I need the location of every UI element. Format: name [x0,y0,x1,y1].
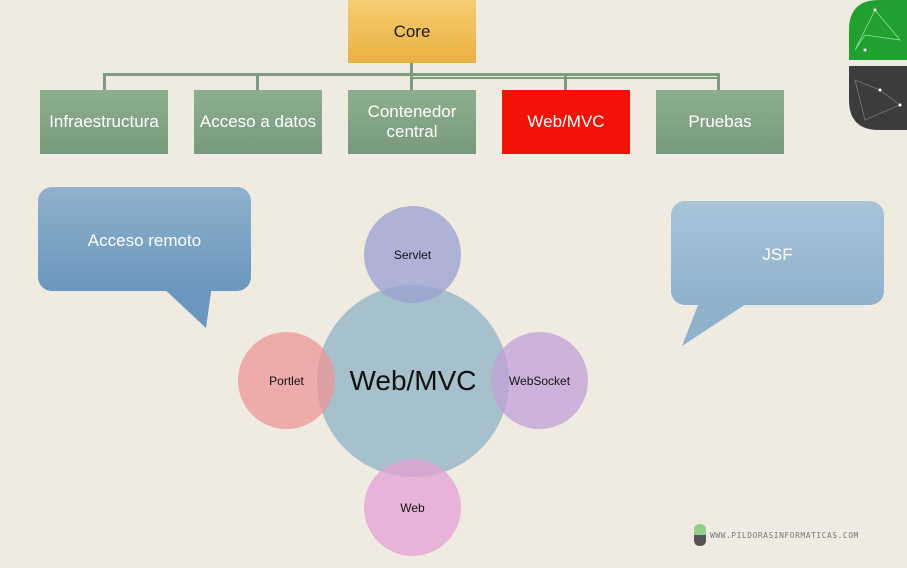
connector-drop-3 [410,73,413,90]
core-node: Core [348,0,476,63]
callout-left-tail [160,285,212,328]
module-infraestructura: Infraestructura [40,90,168,154]
footer-url: WWW.PILDORASINFORMATICAS.COM [710,530,859,540]
callout-right-tail [682,300,752,346]
venn-websocket: WebSocket [491,332,588,429]
connector-drop-1 [103,73,106,90]
venn-center-web-mvc: Web/MVC [317,285,509,477]
brand-logo-icon [849,0,907,130]
module-pruebas: Pruebas [656,90,784,154]
connector-drop-2 [256,73,259,90]
module-acceso-datos: Acceso a datos [194,90,322,154]
callout-acceso-remoto: Acceso remoto [38,187,251,291]
connector-core-vertical [410,63,413,74]
venn-portlet: Portlet [238,332,335,429]
connector-drop-5 [717,73,720,90]
callout-jsf: JSF [671,201,884,305]
module-contenedor-central: Contenedor central [348,90,476,154]
venn-servlet: Servlet [364,206,461,303]
connector-drop-4 [564,73,567,90]
venn-web: Web [364,459,461,556]
pill-icon [694,524,706,546]
module-web-mvc-active: Web/MVC [502,90,630,154]
footer-brand: WWW.PILDORASINFORMATICAS.COM [694,524,859,546]
